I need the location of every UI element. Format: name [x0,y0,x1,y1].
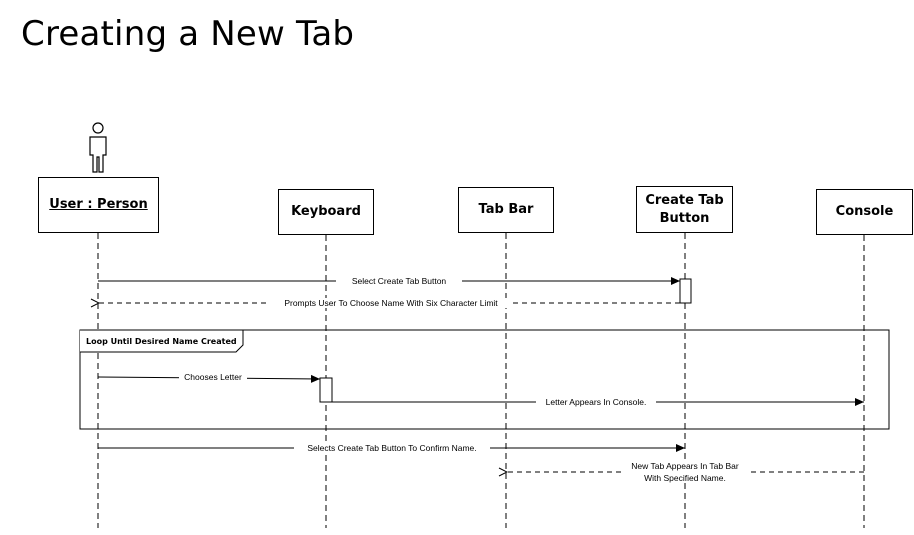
actor-person-icon [89,122,107,173]
lifeline-createtab-box: Create Tab Button [636,186,733,233]
lifeline-createtab-label-2: Button [659,210,710,226]
lifeline-tabbar-label: Tab Bar [478,202,534,217]
lifeline-user-box: User : Person [38,177,159,233]
message-label-new-tab-appears-1: New Tab Appears In Tab Bar [631,461,739,471]
loop-frame-label: Loop Until Desired Name Created [86,337,237,346]
lifeline-user-label: User : Person [49,197,148,212]
message-label-select-create-tab: Select Create Tab Button [352,276,447,286]
lifeline-createtab-label-1: Create Tab [645,192,724,208]
activation-createtab [679,278,692,304]
lifeline-console-box: Console [816,189,913,235]
lifeline-keyboard-box: Keyboard [278,189,374,235]
lifeline-keyboard-label: Keyboard [291,204,361,219]
message-label-letter-appears: Letter Appears In Console. [546,397,647,407]
activation-keyboard [319,377,333,403]
lifeline-tabbar-box: Tab Bar [458,187,554,233]
message-label-new-tab-appears-2: With Specified Name. [644,473,726,483]
lifeline-console-label: Console [835,204,894,219]
message-label-confirm-name: Selects Create Tab Button To Confirm Nam… [307,443,476,453]
message-label-chooses-letter: Chooses Letter [184,372,242,382]
diagram-title: Creating a New Tab [21,14,355,54]
loop-frame: Loop Until Desired Name Created [79,329,890,430]
message-label-prompts-user: Prompts User To Choose Name With Six Cha… [284,298,498,308]
